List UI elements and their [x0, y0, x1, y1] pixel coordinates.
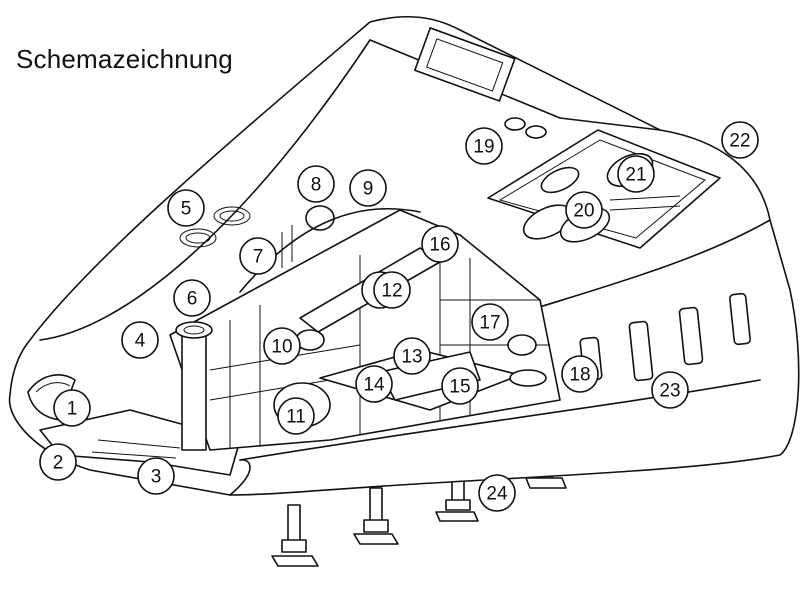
callout-circle	[721, 121, 759, 159]
callout-circle	[173, 279, 211, 317]
callout-4: 4	[121, 321, 159, 359]
callout-number: 20	[573, 201, 594, 222]
callout-17: 17	[471, 303, 509, 341]
callout-number: 2	[53, 453, 64, 474]
callout-8: 8	[297, 165, 335, 203]
callout-circle	[297, 165, 335, 203]
callout-number: 4	[135, 331, 146, 352]
callout-24: 24	[478, 474, 516, 512]
callout-circle	[565, 191, 603, 229]
callout-circle	[167, 189, 205, 227]
callout-number: 17	[479, 313, 500, 334]
callout-circle	[53, 389, 91, 427]
callout-number: 10	[271, 337, 292, 358]
callout-21: 21	[617, 155, 655, 193]
callout-3: 3	[137, 457, 175, 495]
callout-7: 7	[239, 237, 277, 275]
callout-circle	[263, 327, 301, 365]
callout-number: 11	[286, 407, 306, 428]
callout-circle	[121, 321, 159, 359]
callout-number: 18	[569, 365, 590, 386]
callout-9: 9	[349, 169, 387, 207]
callout-circle	[355, 365, 393, 403]
landing-leg	[353, 487, 399, 545]
callout-11: 11	[277, 397, 315, 435]
callout-number: 16	[429, 235, 450, 256]
callout-2: 2	[39, 443, 77, 481]
callout-circle	[239, 237, 277, 275]
callout-number: 5	[181, 199, 192, 220]
callout-number: 1	[67, 399, 78, 420]
landing-leg	[271, 504, 319, 567]
callout-13: 13	[393, 337, 431, 375]
callout-10: 10	[263, 327, 301, 365]
callout-1: 1	[53, 389, 91, 427]
callout-22: 22	[721, 121, 759, 159]
callout-5: 5	[167, 189, 205, 227]
callout-number: 13	[401, 347, 422, 368]
callout-number: 7	[253, 247, 264, 268]
callout-23: 23	[651, 371, 689, 409]
callout-number: 23	[659, 381, 680, 402]
callout-circle	[478, 474, 516, 512]
callout-circle	[349, 169, 387, 207]
callout-15: 15	[441, 367, 479, 405]
callout-circle	[373, 271, 411, 309]
callout-19: 19	[465, 127, 503, 165]
callout-circle	[617, 155, 655, 193]
callout-20: 20	[565, 191, 603, 229]
diagram-title: Schemazeichnung	[16, 44, 233, 74]
callout-number: 6	[187, 289, 198, 310]
callout-circle	[421, 225, 459, 263]
callout-12: 12	[373, 271, 411, 309]
callout-number: 15	[449, 377, 470, 398]
callout-16: 16	[421, 225, 459, 263]
callout-14: 14	[355, 365, 393, 403]
callout-circle	[471, 303, 509, 341]
callout-circle	[465, 127, 503, 165]
callout-circle	[393, 337, 431, 375]
landing-legs	[271, 457, 567, 567]
callout-circle	[441, 367, 479, 405]
callout-number: 3	[151, 467, 162, 488]
callout-number: 12	[381, 281, 402, 302]
callout-circle	[137, 457, 175, 495]
callout-number: 19	[473, 137, 494, 158]
callout-number: 21	[625, 165, 646, 186]
callout-number: 9	[363, 179, 374, 200]
callout-number: 8	[311, 175, 322, 196]
callout-circle	[561, 355, 599, 393]
callout-number: 22	[729, 131, 750, 152]
callout-number: 24	[486, 484, 508, 505]
callout-18: 18	[561, 355, 599, 393]
callout-circle	[39, 443, 77, 481]
callout-circle	[651, 371, 689, 409]
callout-number: 14	[363, 375, 385, 396]
callout-6: 6	[173, 279, 211, 317]
callout-circle	[277, 397, 315, 435]
